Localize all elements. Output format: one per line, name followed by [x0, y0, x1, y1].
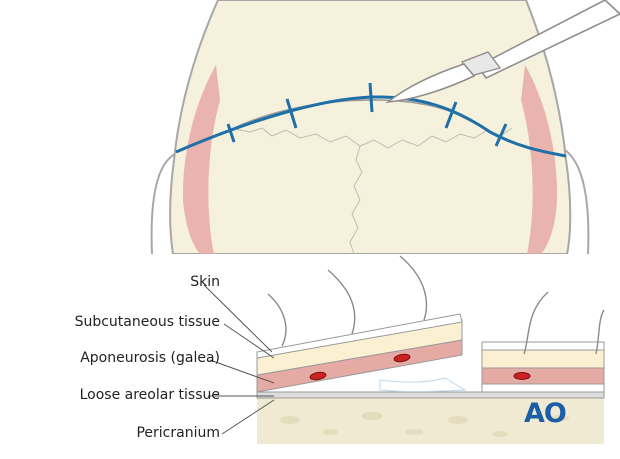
label-skin: Skin — [190, 274, 220, 290]
head-top-view — [150, 0, 620, 254]
skin-layer-right — [481, 341, 605, 351]
head-outer-contour — [150, 149, 590, 254]
pericranium-layer — [256, 391, 605, 399]
incision-ticks — [226, 82, 508, 147]
vessels-right — [513, 372, 531, 380]
leader-lines — [203, 284, 275, 435]
loose-areolar-right — [481, 383, 605, 393]
loose-areolar-gap — [379, 377, 467, 392]
skin-layer-left — [256, 313, 463, 359]
scalp-cross-section — [256, 255, 605, 444]
bone-texture — [280, 412, 569, 437]
temporalis-muscle-left — [182, 65, 220, 254]
subcutaneous-layer-right — [481, 349, 605, 369]
label-loose-areolar-tissue: Loose areolar tissue — [79, 387, 220, 403]
temporalis-muscle-right — [521, 65, 558, 254]
scalpel — [385, 0, 620, 104]
label-pericranium: Pericranium — [136, 425, 220, 441]
galea-layer-right — [481, 367, 605, 385]
sagittal-suture — [229, 127, 513, 254]
hair-follicles-right — [523, 291, 605, 355]
hair-follicles-left — [267, 255, 428, 347]
vessels-left — [309, 353, 411, 381]
label-subcutaneous-tissue: Subcutaneous tissue — [74, 314, 220, 330]
label-aponeurosis: Aponeurosis (galea) — [80, 350, 220, 366]
bone-layer — [257, 397, 604, 444]
ao-logo: AO — [524, 398, 567, 429]
